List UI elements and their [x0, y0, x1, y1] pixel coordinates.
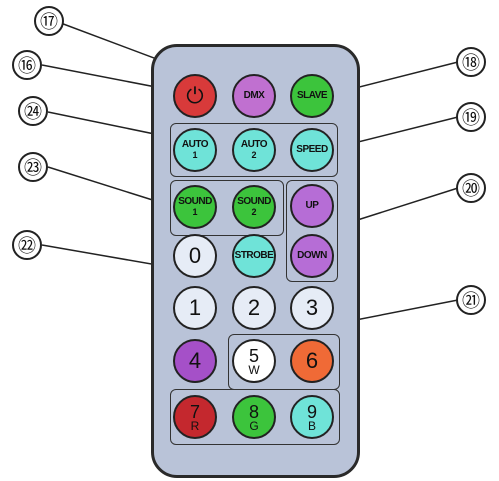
auto-1-button[interactable]: AUTO 1 — [173, 128, 217, 172]
nine-b-button[interactable]: 9 B — [290, 395, 334, 439]
slave-button[interactable]: SLAVE — [290, 74, 334, 118]
callout-24: ㉔ — [18, 96, 48, 126]
one-button[interactable]: 1 — [173, 286, 217, 330]
callout-23: ㉓ — [18, 152, 48, 182]
four-button[interactable]: 4 — [173, 339, 217, 383]
group-rgb-keys — [170, 389, 340, 445]
red-channel-label: R — [190, 418, 200, 433]
callout-16: ⑯ — [12, 50, 42, 80]
sound-1-label: SOUND — [178, 196, 212, 207]
nine-label: 9 — [306, 401, 317, 422]
sound-1-number: 1 — [192, 207, 198, 217]
auto-1-label: AUTO — [181, 139, 209, 150]
auto-1-number: 1 — [192, 150, 198, 160]
up-label: UP — [305, 200, 319, 211]
slave-label: SLAVE — [296, 90, 328, 101]
white-channel-label: W — [248, 362, 260, 377]
five-w-button[interactable]: 5 W — [232, 339, 276, 383]
zero-button[interactable]: 0 — [173, 234, 217, 278]
eight-g-button[interactable]: 8 G — [232, 395, 276, 439]
callout-18: ⑱ — [456, 47, 486, 77]
callout-21: ㉑ — [456, 285, 486, 315]
three-button[interactable]: 3 — [290, 286, 334, 330]
group-sound — [170, 180, 284, 236]
speed-button[interactable]: SPEED — [290, 128, 334, 172]
auto-2-label: AUTO — [240, 139, 268, 150]
five-label: 5 — [248, 345, 259, 366]
six-button[interactable]: 6 — [290, 339, 334, 383]
down-label: DOWN — [297, 250, 327, 261]
zero-label: 0 — [188, 243, 202, 268]
dmx-button[interactable]: DMX — [232, 74, 276, 118]
callout-17: ⑰ — [34, 6, 64, 36]
blue-channel-label: B — [307, 418, 316, 433]
four-label: 4 — [188, 348, 202, 373]
strobe-label: STROBE — [234, 250, 274, 261]
dmx-label: DMX — [243, 90, 265, 101]
callout-19: ⑲ — [456, 102, 486, 132]
sound-1-button[interactable]: SOUND 1 — [173, 185, 217, 229]
power-button[interactable]: ⏻ — [173, 74, 217, 118]
auto-2-button[interactable]: AUTO 2 — [232, 128, 276, 172]
group-auto-speed — [170, 123, 338, 177]
up-button[interactable]: UP — [290, 184, 334, 228]
callout-20: ⑳ — [456, 173, 486, 203]
seven-r-button[interactable]: 7 R — [173, 395, 217, 439]
seven-label: 7 — [189, 401, 200, 422]
sound-2-button[interactable]: SOUND 2 — [232, 185, 276, 229]
auto-2-number: 2 — [251, 150, 257, 160]
speed-label: SPEED — [296, 144, 328, 155]
two-label: 2 — [247, 295, 261, 320]
strobe-button[interactable]: STROBE — [232, 234, 276, 278]
eight-label: 8 — [248, 401, 259, 422]
one-label: 1 — [188, 295, 202, 320]
six-label: 6 — [305, 348, 319, 373]
sound-2-number: 2 — [251, 207, 257, 217]
green-channel-label: G — [249, 418, 259, 433]
callout-22: ㉒ — [12, 230, 42, 260]
three-label: 3 — [305, 295, 319, 320]
power-icon: ⏻ — [186, 83, 204, 108]
down-button[interactable]: DOWN — [290, 234, 334, 278]
sound-2-label: SOUND — [237, 196, 271, 207]
group-up-down — [286, 180, 338, 282]
two-button[interactable]: 2 — [232, 286, 276, 330]
